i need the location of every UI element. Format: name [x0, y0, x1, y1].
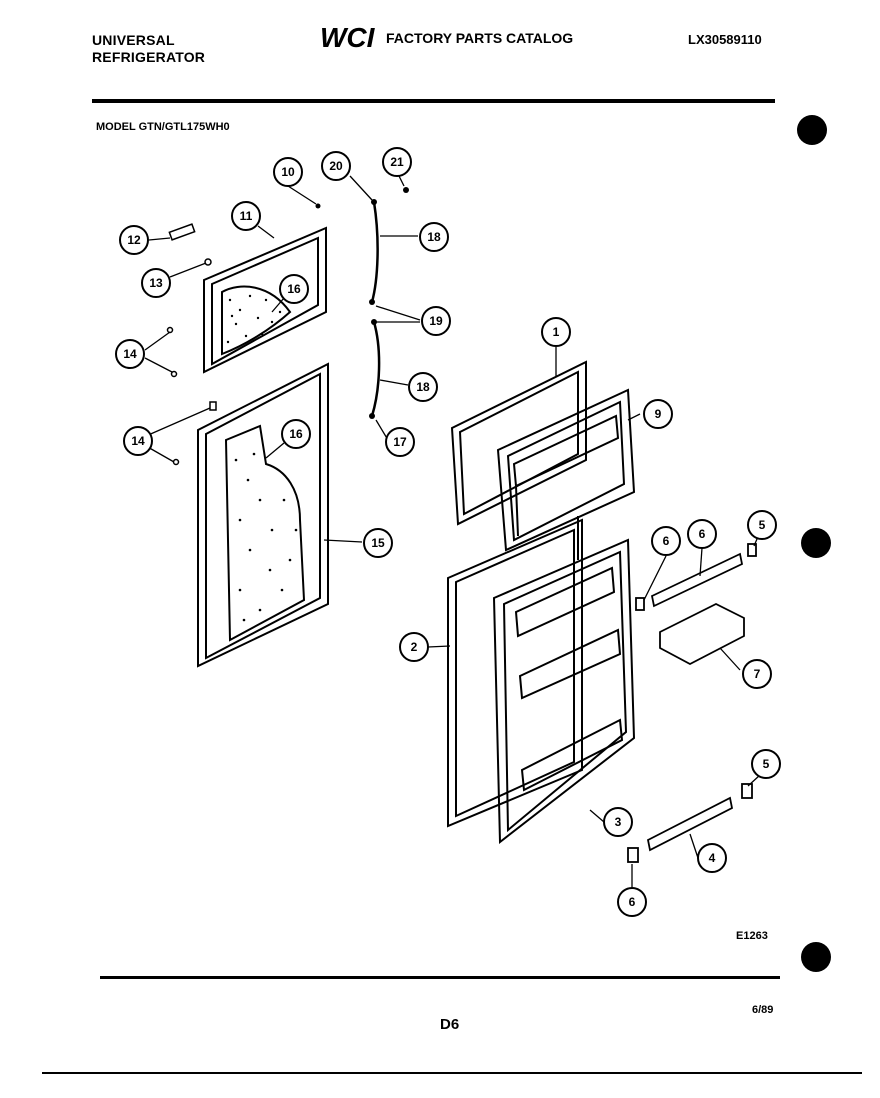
- svg-text:21: 21: [390, 155, 404, 169]
- callout-14-lower: 14: [123, 426, 153, 456]
- svg-text:9: 9: [655, 407, 662, 421]
- wci-logo: WCI: [320, 22, 376, 52]
- svg-text:14: 14: [123, 347, 137, 361]
- catalog-code: LX30589110: [688, 32, 762, 47]
- callout-6-upper: 6: [651, 526, 681, 556]
- svg-text:20: 20: [329, 159, 343, 173]
- brand-line-1: UNIVERSAL: [92, 32, 175, 48]
- page-number: D6: [440, 1016, 460, 1033]
- footer-rule: [100, 976, 780, 979]
- svg-text:18: 18: [427, 230, 441, 244]
- callout-16-upper: 16: [279, 274, 309, 304]
- freezer-foam-insulation: [226, 294, 282, 344]
- small-fasteners: [166, 223, 217, 466]
- svg-text:16: 16: [289, 427, 303, 441]
- svg-text:3: 3: [615, 815, 622, 829]
- svg-text:19: 19: [429, 314, 443, 328]
- bottom-rule: [42, 1072, 862, 1074]
- svg-text:14: 14: [131, 434, 145, 448]
- svg-text:5: 5: [759, 518, 766, 532]
- callout-4: 4: [697, 843, 727, 873]
- door-shelf-parts: [627, 543, 757, 863]
- brand-line-2: REFRIGERATOR: [92, 49, 206, 65]
- hinge-fasteners: [315, 187, 409, 419]
- svg-text:5: 5: [763, 757, 770, 771]
- callout-16-lower: 16: [281, 419, 311, 449]
- brand-name: UNIVERSAL REFRIGERATOR: [92, 32, 205, 66]
- fresh-food-gasket: [447, 518, 583, 828]
- freezer-gasket: [450, 360, 587, 526]
- callout-14-upper: 14: [115, 339, 145, 369]
- fresh-food-foam-insulation: [234, 452, 298, 622]
- callout-18-lower: 18: [408, 372, 438, 402]
- svg-text:4: 4: [709, 851, 716, 865]
- svg-text:7: 7: [754, 667, 761, 681]
- callout-5-upper: 5: [747, 510, 777, 540]
- callout-11: 11: [231, 201, 261, 231]
- binder-hole: [801, 942, 831, 972]
- svg-text:18: 18: [416, 380, 430, 394]
- svg-text:6: 6: [629, 895, 636, 909]
- binder-hole: [801, 528, 831, 558]
- callout-21: 21: [382, 147, 412, 177]
- freezer-door-panel: [203, 226, 327, 374]
- svg-text:2: 2: [411, 640, 418, 654]
- svg-text:11: 11: [240, 209, 253, 223]
- fresh-food-door-panel: [197, 362, 329, 668]
- catalog-title: FACTORY PARTS CATALOG: [386, 30, 574, 46]
- svg-text:17: 17: [393, 435, 407, 449]
- svg-text:10: 10: [281, 165, 295, 179]
- leader-lines: [144, 173, 761, 890]
- callout-markers: 1 2 3 4 5 5 6 6 6 7 8 9 10 11 12 13 14 1…: [115, 147, 781, 917]
- callout-3: 3: [603, 807, 633, 837]
- callout-18-upper: 18: [419, 222, 449, 252]
- catalog-date: 6/89: [752, 1004, 774, 1016]
- model-label: MODEL GTN/GTL175WH0: [96, 121, 230, 133]
- callout-13: 13: [141, 268, 171, 298]
- callout-8: 6: [687, 519, 717, 549]
- callout-1: 1: [541, 317, 571, 347]
- svg-text:12: 12: [127, 233, 141, 247]
- svg-text:6: 6: [663, 534, 670, 548]
- callout-12: 12: [119, 225, 149, 255]
- callout-10: 10: [273, 157, 303, 187]
- svg-text:16: 16: [287, 282, 301, 296]
- callout-15: 15: [363, 528, 393, 558]
- header-rule: [92, 99, 775, 103]
- svg-text:1: 1: [553, 325, 560, 339]
- svg-text:6: 6: [699, 527, 706, 541]
- fresh-food-door: [492, 538, 636, 845]
- callout-6-lower: 6: [617, 887, 647, 917]
- hinge-assembly: [370, 201, 381, 417]
- callout-2: 2: [399, 632, 429, 662]
- callout-9: 9: [643, 399, 673, 429]
- diagram-code: E1263: [736, 930, 768, 942]
- binder-hole: [797, 115, 827, 145]
- svg-text:13: 13: [149, 276, 163, 290]
- callout-5-lower: 5: [751, 749, 781, 779]
- logo-text: WCI: [320, 22, 376, 52]
- freezer-door: [496, 388, 636, 552]
- callout-19: 19: [421, 306, 451, 336]
- svg-text:15: 15: [371, 536, 385, 550]
- callout-20: 20: [321, 151, 351, 181]
- callout-7: 7: [742, 659, 772, 689]
- callout-17: 17: [385, 427, 415, 457]
